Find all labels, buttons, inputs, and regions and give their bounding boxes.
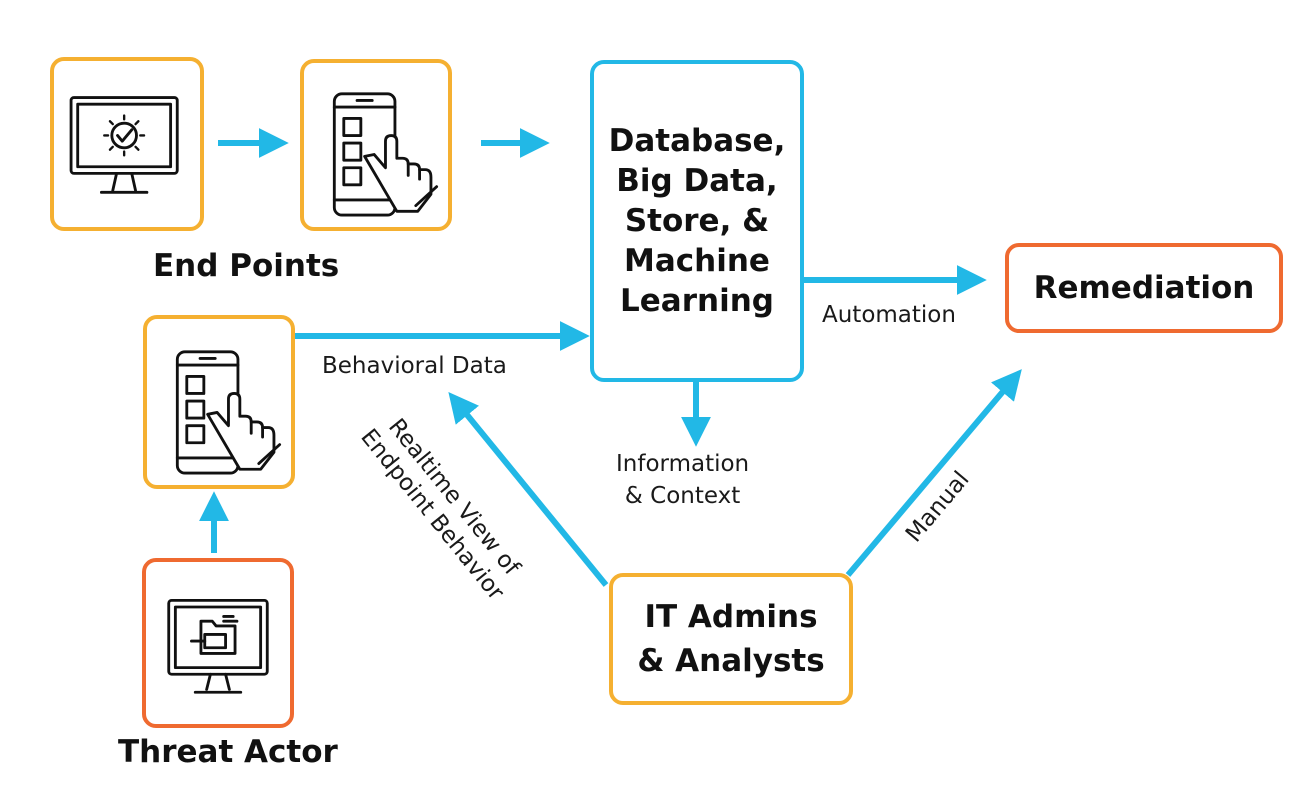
behavioral-data-label: Behavioral Data <box>322 353 507 379</box>
remediation-label: Remediation <box>1033 270 1255 306</box>
database-line-4: Machine <box>624 243 770 279</box>
monitor-check-icon <box>69 96 179 194</box>
arrow-realtime-view <box>448 391 609 587</box>
endpoint-phone-box <box>300 59 452 231</box>
phone-touch-icon <box>175 350 282 475</box>
endpoint-monitor-box <box>50 57 204 231</box>
automation-label: Automation <box>822 302 956 328</box>
remediation-box: Remediation <box>1005 243 1283 333</box>
it-admins-line-1: IT Admins <box>644 599 818 635</box>
threat-actor-label: Threat Actor <box>118 734 338 770</box>
monitor-file-icon <box>167 598 269 694</box>
context-line: & Context <box>624 483 741 509</box>
database-box: Database, Big Data, Store, & Machine Lea… <box>590 60 804 382</box>
arrow-manual <box>845 369 1022 577</box>
it-admins-box: IT Admins & Analysts <box>609 573 853 705</box>
database-line-1: Database, <box>608 123 786 159</box>
threat-actor-box <box>142 558 294 728</box>
database-line-5: Learning <box>620 283 774 319</box>
threat-phone-box <box>143 315 295 489</box>
database-title: Database, Big Data, Store, & Machine Lea… <box>609 121 786 321</box>
phone-touch-icon <box>332 92 439 217</box>
endpoints-label: End Points <box>153 248 340 284</box>
information-context-label: Information & Context <box>616 448 749 512</box>
database-line-3: Store, & <box>624 203 770 239</box>
database-line-2: Big Data, <box>616 163 778 199</box>
it-admins-title: IT Admins & Analysts <box>637 595 824 683</box>
information-line: Information <box>616 451 750 477</box>
it-admins-line-2: & Analysts <box>637 643 825 679</box>
